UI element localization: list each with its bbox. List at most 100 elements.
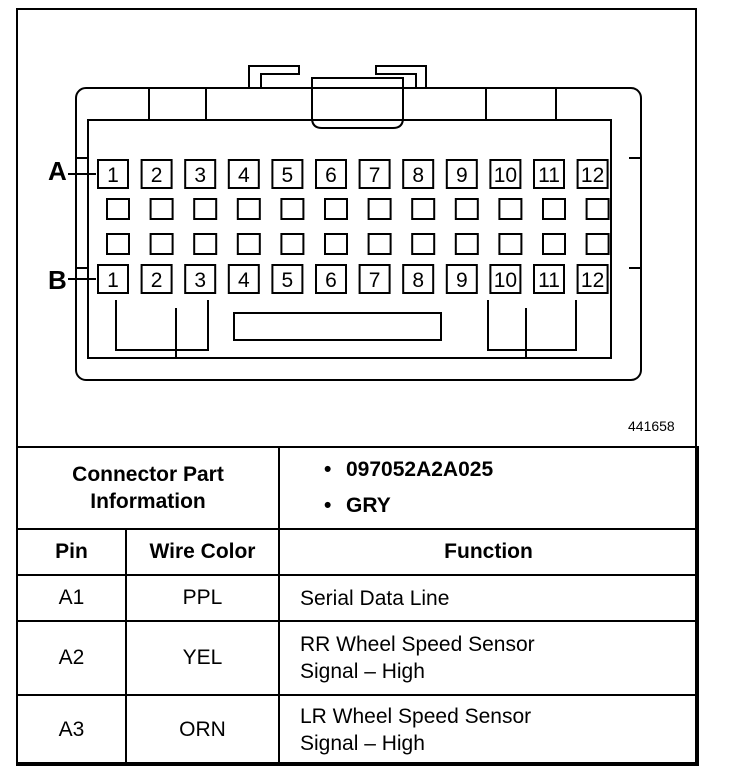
pin-b-11-box xyxy=(533,264,565,294)
pin-cell: A1 xyxy=(16,574,127,622)
part-color: GRY xyxy=(346,494,391,517)
pin-b-1-box xyxy=(97,264,129,294)
table-row: A1 PPL Serial Data Line xyxy=(16,574,699,622)
pin-b-4-box xyxy=(227,264,260,294)
pin-cell: A2 xyxy=(16,620,127,696)
cavity-lower-8 xyxy=(411,233,436,255)
pin-a-10-number: 10 xyxy=(494,164,517,187)
cavity-lower-10 xyxy=(498,233,523,255)
pin-a-1-number: 1 xyxy=(107,164,119,187)
pin-a-9-number: 9 xyxy=(456,164,468,187)
table-header-row: Pin Wire Color Function xyxy=(16,528,699,576)
cavity-lower-9 xyxy=(454,233,479,255)
pin-b-11-number: 11 xyxy=(538,269,560,292)
pin-a-8-box xyxy=(402,159,435,189)
top-latch xyxy=(248,65,427,88)
table-row: A3 ORN LR Wheel Speed Sensor Signal – Hi… xyxy=(16,694,699,766)
pin-b-7-number: 7 xyxy=(369,269,381,292)
pin-b-10-box xyxy=(489,264,522,294)
pin-a-11-box xyxy=(533,159,565,189)
cavity-lower-6 xyxy=(324,233,348,255)
cavity-lower-11 xyxy=(542,233,566,255)
pin-a-1-box xyxy=(97,159,129,189)
cavity-lower-12 xyxy=(585,233,610,255)
cavity-upper-5 xyxy=(280,198,305,220)
pin-b-2-box xyxy=(140,264,173,294)
pin-a-5-box xyxy=(271,159,304,189)
cavity-lower-7 xyxy=(367,233,392,255)
function-line: Serial Data Line xyxy=(300,586,450,610)
pin-b-6-number: 6 xyxy=(325,269,337,292)
part-number: 097052A2A025 xyxy=(346,458,494,481)
cavity-upper-8 xyxy=(411,198,436,220)
pin-a-4-box xyxy=(227,159,260,189)
pin-b-12-number: 12 xyxy=(581,269,604,292)
pin-b-9-box xyxy=(445,264,478,294)
pinout-table: Connector Part Information •097052A2A025… xyxy=(16,446,699,766)
pin-a-2-box xyxy=(140,159,173,189)
cavity-upper-3 xyxy=(193,198,218,220)
cavity-upper-12 xyxy=(585,198,610,220)
function-cell: RR Wheel Speed Sensor Signal – High xyxy=(278,620,699,696)
cavity-upper-7 xyxy=(367,198,392,220)
pin-b-5-box xyxy=(271,264,304,294)
pin-b-7-box xyxy=(358,264,391,294)
cavity-upper-11 xyxy=(542,198,566,220)
cavity-upper-1 xyxy=(106,198,130,220)
pin-cell: A3 xyxy=(16,694,127,766)
cavity-lower-2 xyxy=(149,233,174,255)
pin-a-8-number: 8 xyxy=(412,164,424,187)
pin-a-3-number: 3 xyxy=(194,164,206,187)
part-info-label-line2: Information xyxy=(90,490,206,513)
table-row: A2 YEL RR Wheel Speed Sensor Signal – Hi… xyxy=(16,620,699,696)
housing-outline xyxy=(75,87,642,381)
part-info-label-line1: Connector Part xyxy=(72,463,224,486)
pin-b-8-number: 8 xyxy=(412,269,424,292)
row-b-label: B xyxy=(48,265,67,295)
header-pin: Pin xyxy=(16,528,127,576)
cavity-lower-4 xyxy=(236,233,261,255)
pin-a-6-number: 6 xyxy=(325,164,337,187)
pin-a-12-box xyxy=(576,159,609,189)
pin-a-10-box xyxy=(489,159,522,189)
header-wire-color: Wire Color xyxy=(125,528,280,576)
pin-a-7-box xyxy=(358,159,391,189)
cavity-upper-2 xyxy=(149,198,174,220)
pin-b-8-box xyxy=(402,264,435,294)
row-a-label: A xyxy=(48,156,67,186)
pin-b-1-number: 1 xyxy=(107,269,119,292)
bottom-key xyxy=(233,312,442,341)
wire-color-cell: YEL xyxy=(125,620,280,696)
function-cell: Serial Data Line xyxy=(278,574,699,622)
pin-b-3-box xyxy=(184,264,217,294)
pin-a-12-number: 12 xyxy=(581,164,604,187)
cavity-lower-1 xyxy=(106,233,130,255)
pin-b-6-box xyxy=(315,264,347,294)
part-info-label: Connector Part Information xyxy=(16,446,280,530)
cavity-lower-3 xyxy=(193,233,218,255)
pin-b-5-number: 5 xyxy=(282,269,294,292)
function-line: LR Wheel Speed Sensor xyxy=(300,705,532,728)
pin-b-4-number: 4 xyxy=(238,269,250,292)
part-info-values: •097052A2A025 •GRY xyxy=(278,446,699,530)
figure-id: 441658 xyxy=(628,418,675,434)
pin-a-6-box xyxy=(315,159,347,189)
function-cell: LR Wheel Speed Sensor Signal – High xyxy=(278,694,699,766)
function-line: RR Wheel Speed Sensor xyxy=(300,633,535,656)
wire-color-cell: ORN xyxy=(125,694,280,766)
cavity-upper-9 xyxy=(454,198,479,220)
cavity-upper-6 xyxy=(324,198,348,220)
pin-a-7-number: 7 xyxy=(369,164,381,187)
header-function: Function xyxy=(278,528,699,576)
pin-a-3-box xyxy=(184,159,217,189)
cavity-upper-10 xyxy=(498,198,523,220)
pin-a-2-number: 2 xyxy=(151,164,163,187)
wire-color-cell: PPL xyxy=(125,574,280,622)
pin-a-11-number: 11 xyxy=(538,164,560,187)
pin-b-10-number: 10 xyxy=(494,269,517,292)
pin-b-2-number: 2 xyxy=(151,269,163,292)
pin-b-12-box xyxy=(576,264,609,294)
pin-a-4-number: 4 xyxy=(238,164,250,187)
